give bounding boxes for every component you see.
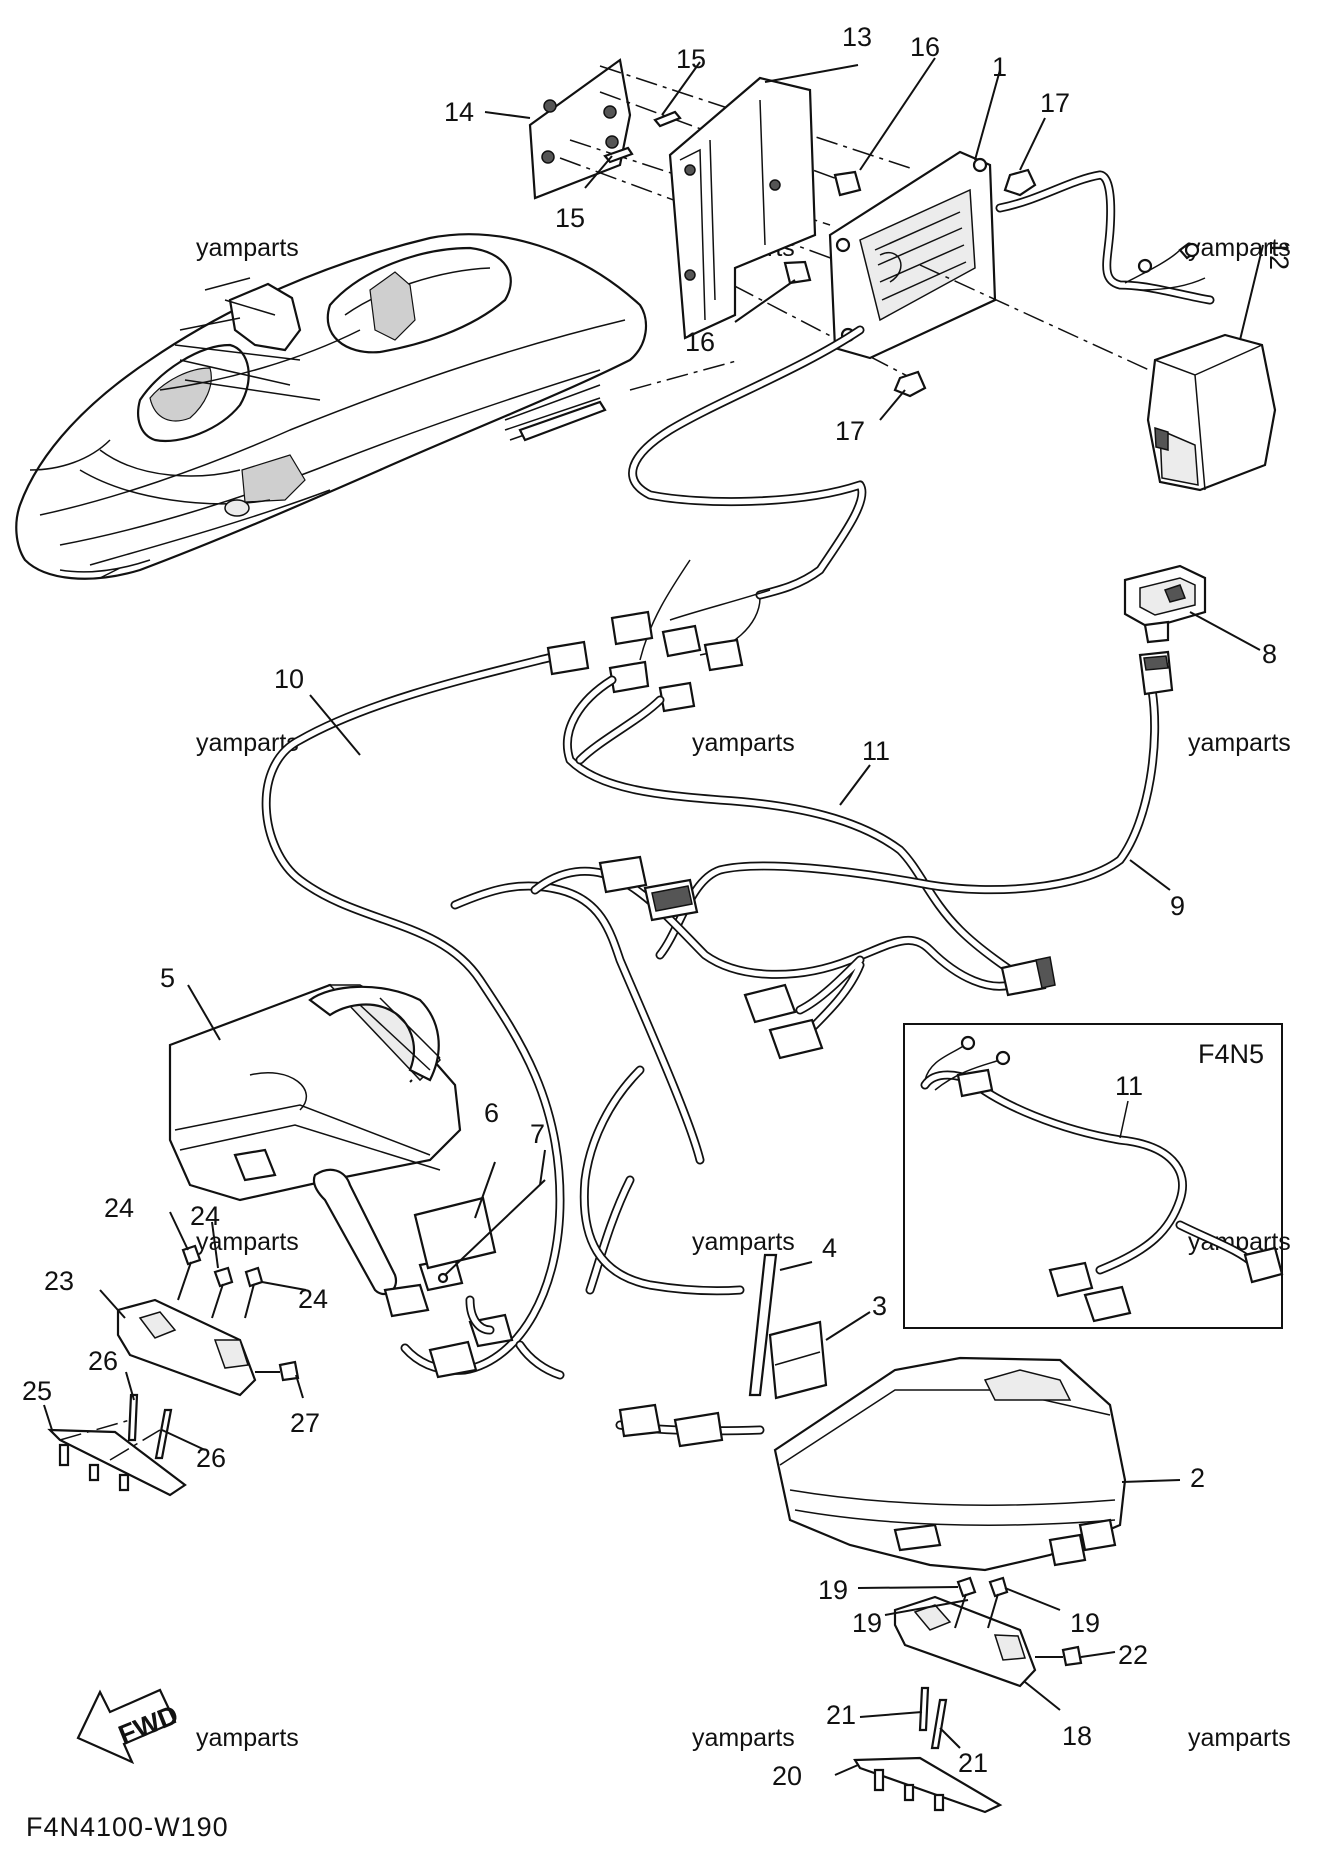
callout-20: 20 <box>772 1761 802 1791</box>
callout-16: 16 <box>685 327 715 357</box>
watercraft-illustration <box>15 233 647 580</box>
callout-22: 22 <box>1118 1640 1148 1670</box>
switch-8 <box>1123 564 1207 644</box>
callout-4: 4 <box>822 1233 837 1263</box>
diagram-code: F4N4100-W190 <box>26 1812 229 1842</box>
callout-18: 18 <box>1062 1721 1092 1751</box>
callout-16: 16 <box>910 32 940 62</box>
callout-23: 23 <box>44 1266 74 1296</box>
callout-9: 9 <box>1170 891 1185 921</box>
left-mount <box>47 1244 300 1497</box>
inset-title: F4N5 <box>1198 1039 1264 1069</box>
callout-21: 21 <box>826 1700 856 1730</box>
watermark: yamparts <box>692 1724 795 1752</box>
callout-6: 6 <box>484 1098 499 1128</box>
watermark: yamparts <box>1188 1724 1291 1752</box>
callout-24: 24 <box>298 1284 328 1314</box>
callout-24: 24 <box>190 1201 220 1231</box>
callout-26: 26 <box>88 1346 118 1376</box>
ecu-module <box>828 150 1215 360</box>
right-mount <box>853 1576 1083 1814</box>
harness-9 <box>655 650 1174 960</box>
callout-17: 17 <box>1040 88 1070 118</box>
callout-5: 5 <box>160 963 175 993</box>
watermark: yamparts <box>692 729 795 757</box>
callout-13: 13 <box>842 22 872 52</box>
callout-27: 27 <box>290 1408 320 1438</box>
callout-7: 7 <box>530 1119 545 1149</box>
watermark: yamparts <box>1188 729 1291 757</box>
watermark: yamparts <box>196 1228 299 1256</box>
callout-8: 8 <box>1262 639 1277 669</box>
callout-10: 10 <box>274 664 304 694</box>
inset-callout-11: 11 <box>1115 1071 1143 1101</box>
callout-1: 1 <box>992 52 1007 82</box>
meter-5 <box>168 983 565 1380</box>
callout-19: 19 <box>1070 1608 1100 1638</box>
callout-12: 12 <box>1264 240 1294 270</box>
callout-17: 17 <box>835 416 865 446</box>
part-12-box <box>919 264 1277 492</box>
watermark: yamparts <box>196 1724 299 1752</box>
callout-26: 26 <box>196 1443 226 1473</box>
callout-24: 24 <box>104 1193 134 1223</box>
callout-15: 15 <box>555 203 585 233</box>
leader-lines <box>43 57 1264 1776</box>
callout-14: 14 <box>444 97 474 127</box>
harness-10 <box>261 325 1030 1375</box>
callout-15: 15 <box>676 44 706 74</box>
callout-21: 21 <box>958 1748 988 1778</box>
callout-19: 19 <box>818 1575 848 1605</box>
watermark: yamparts <box>1188 234 1291 262</box>
meter-2 <box>615 1356 1127 1572</box>
watermark: yamparts <box>692 1228 795 1256</box>
watermark: yamparts <box>196 234 299 262</box>
harness-11 <box>530 855 1056 1060</box>
strip-4-label-3 <box>748 1253 828 1400</box>
fwd-arrow-icon: FWD <box>76 1688 182 1765</box>
callout-numbers: 14 15 15 13 16 1 17 12 16 17 8 10 11 9 5… <box>22 22 1294 1791</box>
connectors-top <box>546 610 744 713</box>
callout-3: 3 <box>872 1291 887 1321</box>
inset-f4n5: F4N5 11 <box>903 1023 1284 1329</box>
callout-19: 19 <box>852 1608 882 1638</box>
callout-11: 11 <box>862 736 890 766</box>
callout-2: 2 <box>1190 1463 1205 1493</box>
callout-25: 25 <box>22 1376 52 1406</box>
